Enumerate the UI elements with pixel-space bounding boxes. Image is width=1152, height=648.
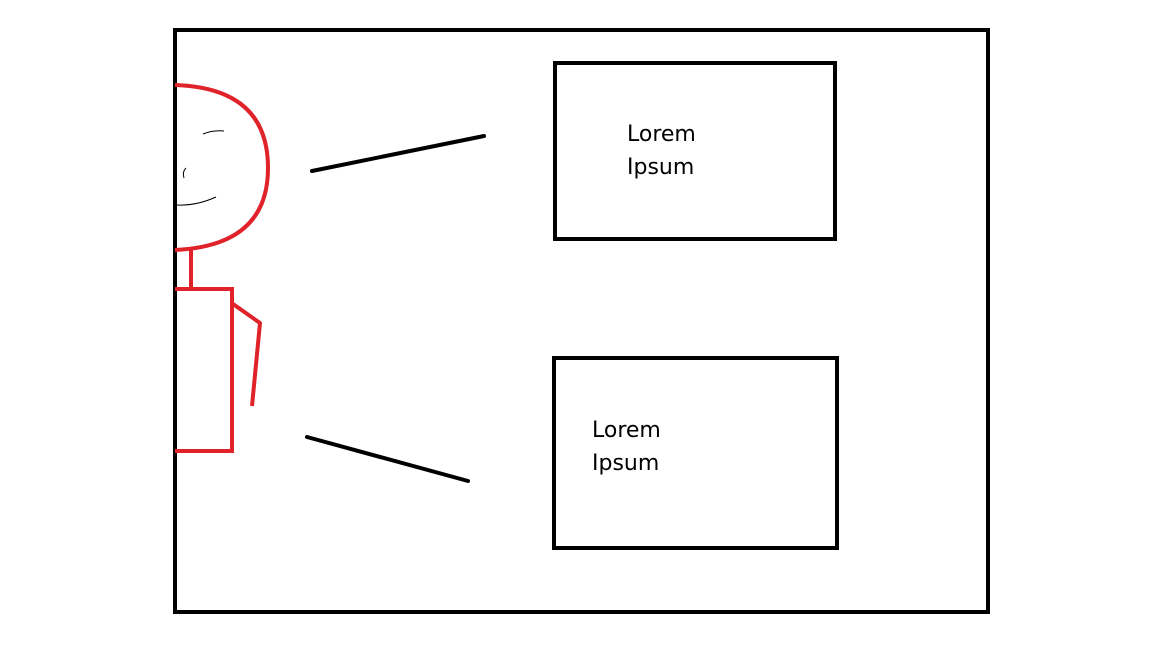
connector-line-bottom (305, 435, 470, 483)
figure-arm (231, 302, 262, 407)
connector-line-top (310, 134, 486, 173)
info-box-bottom: Lorem Ipsum (552, 356, 839, 550)
figure-mouth (176, 196, 217, 206)
info-box-top: Lorem Ipsum (553, 61, 837, 241)
person-figure (174, 83, 271, 453)
figure-eye (202, 130, 225, 135)
info-box-bottom-line2: Ipsum (592, 451, 660, 476)
info-box-top-label: Lorem Ipsum (627, 118, 696, 184)
figure-body (175, 287, 234, 453)
info-box-bottom-line1: Lorem (592, 418, 661, 443)
figure-head (174, 83, 271, 252)
outer-frame (173, 28, 990, 614)
figure-nose (182, 167, 187, 179)
info-box-top-line1: Lorem (627, 122, 696, 147)
info-box-top-line2: Ipsum (627, 155, 695, 180)
info-box-bottom-label: Lorem Ipsum (592, 414, 661, 480)
